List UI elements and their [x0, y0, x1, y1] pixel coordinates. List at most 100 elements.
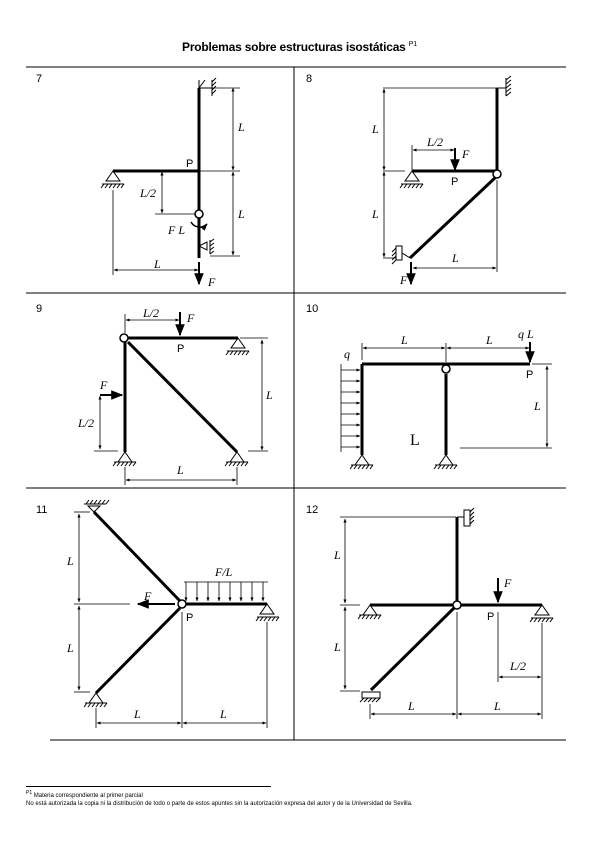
- problem-9-label-F-left: F: [99, 378, 108, 392]
- problem-9-label-L2-left: L/2: [77, 416, 94, 430]
- problem-10-label-qL: q L: [518, 327, 534, 341]
- problem-number-11: 11: [36, 504, 47, 516]
- problem-12-pinned-support-left: [357, 604, 382, 620]
- problem-7-dimensions: [112, 87, 240, 275]
- footnote-rule: [26, 786, 271, 787]
- problem-7-members: [113, 88, 201, 258]
- problem-10-members: [360, 362, 530, 455]
- problem-10-pinned-support-middle: [433, 454, 458, 470]
- problem-9-label-L-right: L: [265, 388, 273, 402]
- problem-7-label-F: F: [207, 275, 216, 289]
- problem-11-hinge: [177, 599, 187, 609]
- problem-12-label-L-top: L: [333, 548, 341, 562]
- problem-8-label-L-horizontal: L: [451, 251, 459, 265]
- problem-8-label-F-bottom: F: [399, 273, 408, 287]
- problem-8-hinge: [492, 169, 502, 179]
- problem-11-pinned-support-top: [84, 499, 110, 513]
- problem-7-label-L2: L/2: [139, 186, 156, 200]
- problem-8-label-L-top: L: [371, 122, 379, 136]
- problem-9-roller-support-right: [225, 337, 250, 356]
- problem-12-dimensions: [340, 516, 543, 719]
- problem-7-roller-support-left: [100, 170, 125, 189]
- problem-7-label-P: P: [186, 158, 193, 170]
- problem-9-label-L2-top: L/2: [142, 306, 159, 320]
- problem-8-fixed-support-top: [497, 75, 512, 97]
- grid-lines: [26, 66, 566, 741]
- problem-12-label-L-bottom-right: L: [493, 699, 501, 713]
- problem-10-hinge: [441, 364, 451, 374]
- problem-7-hinge: [194, 209, 204, 219]
- problem-8-label-F-top: F: [461, 147, 470, 161]
- problem-7: L L L/2 L F L F P: [100, 77, 245, 289]
- problem-12-fixed-support-top: [457, 507, 475, 527]
- problem-9-hinge: [119, 333, 129, 343]
- problem-9: L/2 F L F L/2 L P: [77, 306, 273, 485]
- title-text: Problemas sobre estructuras isostáticas: [182, 40, 406, 54]
- problem-11-label-F: F: [143, 589, 152, 603]
- problem-12: L L F L/2 L L P: [333, 507, 554, 719]
- problem-10: q L L q L L L P: [340, 327, 552, 470]
- problem-12-label-P: P: [487, 611, 494, 623]
- problem-number-10: 10: [306, 303, 318, 315]
- problem-9-dimensions: [94, 314, 268, 485]
- page-title: Problemas sobre estructuras isostáticas …: [0, 40, 599, 54]
- problem-11-label-L-top: L: [66, 554, 74, 568]
- problem-10-dimensions: [361, 343, 552, 449]
- footnote-superscript: P1: [26, 790, 33, 796]
- problem-8-roller-support: [399, 170, 424, 189]
- problem-11: L L F F/L L L P: [66, 499, 280, 728]
- problem-9-members: [123, 336, 239, 454]
- problem-7-moment-arrow: [190, 221, 208, 231]
- problem-12-roller-support-right: [529, 604, 554, 623]
- problem-7-pinned-support-bottom: [197, 238, 215, 255]
- problem-10-label-L-column: L: [410, 432, 420, 449]
- footnote-line-1: P1 Materia correspondiente al primer par…: [26, 789, 413, 800]
- problem-numbers: 7 8 9 10 11 12: [36, 73, 318, 516]
- problem-10-label-L-right: L: [485, 333, 493, 347]
- problem-8: L L L/2 F L F P: [371, 75, 512, 287]
- problem-number-8: 8: [306, 73, 312, 85]
- problem-9-pinned-support-left: [112, 451, 137, 467]
- problem-10-label-P: P: [526, 369, 533, 381]
- problem-12-hinge: [452, 600, 462, 610]
- title-superscript: P1: [408, 41, 417, 48]
- problem-9-label-P: P: [177, 343, 184, 355]
- problem-12-fixed-support-bottom: [359, 691, 381, 703]
- problem-11-label-L-bottom: L: [66, 641, 74, 655]
- problem-12-label-F: F: [503, 576, 512, 590]
- problem-7-label-L-horizontal: L: [153, 257, 161, 271]
- problem-11-label-L-bottom-left: L: [133, 707, 141, 721]
- problem-12-label-L-bottom-left: L: [407, 699, 415, 713]
- problem-11-distributed-load: [184, 581, 268, 602]
- problem-10-pinned-support-left: [349, 454, 374, 470]
- problem-8-label-P: P: [451, 176, 458, 188]
- problem-10-label-L-left: L: [400, 333, 408, 347]
- problem-11-label-FoverL: F/L: [214, 565, 233, 579]
- problem-8-label-L-bottom: L: [371, 207, 379, 221]
- problem-8-dimensions: [382, 87, 498, 272]
- problem-7-label-L-bottom: L: [237, 207, 245, 221]
- problem-11-dimensions: [74, 511, 268, 728]
- problem-11-label-P: P: [186, 612, 193, 624]
- footnote: P1 Materia correspondiente al primer par…: [26, 786, 413, 808]
- problem-9-label-F-top: F: [186, 311, 195, 325]
- footnote-line-1-text: Materia correspondiente al primer parcia…: [33, 793, 143, 799]
- problem-11-label-L-bottom-right: L: [219, 707, 227, 721]
- problem-8-fixed-support-bottom: [391, 245, 411, 265]
- problem-number-12: 12: [306, 504, 318, 516]
- problem-7-fixed-support-top: [198, 77, 217, 96]
- problem-12-label-L-bottom: L: [333, 640, 341, 654]
- problem-number-7: 7: [36, 73, 42, 85]
- problem-11-pinned-support-bottom: [83, 692, 108, 708]
- problem-10-label-q: q: [344, 347, 350, 361]
- problem-10-label-L-vertical: L: [533, 399, 541, 413]
- problem-10-distributed-load: [340, 364, 361, 452]
- problem-9-pinned-support-right: [224, 451, 249, 467]
- problem-11-roller-support: [255, 603, 280, 622]
- problem-number-9: 9: [36, 303, 42, 315]
- footnote-line-2: No está autorizada la copia ni la distri…: [26, 801, 413, 807]
- problem-12-label-L2: L/2: [509, 659, 526, 673]
- problem-7-label-FL: F L: [167, 223, 185, 237]
- problem-8-label-L2: L/2: [426, 135, 443, 149]
